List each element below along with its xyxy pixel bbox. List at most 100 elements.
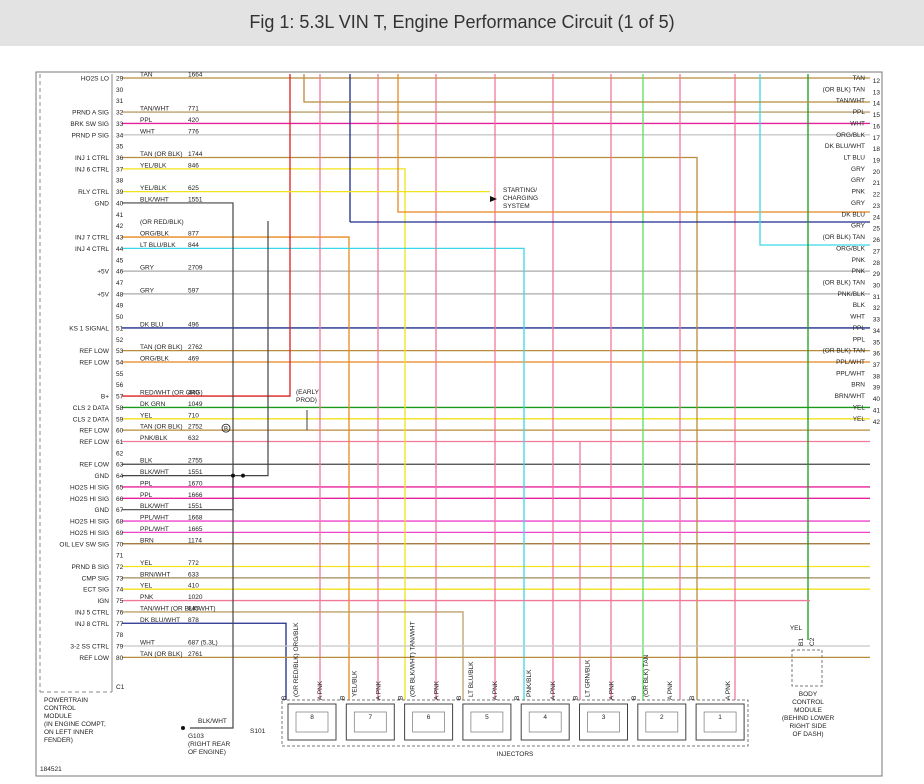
- pin-number: 31: [116, 98, 124, 105]
- pin-number: 41: [116, 212, 124, 219]
- circuit-number: 845: [188, 605, 199, 612]
- circuit-number: 1668: [188, 515, 203, 522]
- right-ref-color: PNK: [852, 268, 866, 275]
- injector-wire-color: (OR BLK/WHT) TAN/WHT: [410, 621, 417, 697]
- circuit-number: 1174: [188, 537, 202, 544]
- injector-group-box: [281, 699, 749, 747]
- connector-label: C1: [116, 684, 125, 691]
- wire-color-label: BRN/WHT: [140, 571, 170, 578]
- wire-color-label: YEL: [140, 412, 153, 419]
- battery-feed-wire: [122, 74, 291, 397]
- injector-coil: [353, 711, 387, 733]
- diagram-frame: [35, 71, 883, 777]
- pin-function-label: 3-2 SS CTRL: [70, 644, 109, 651]
- circuit-number: 844: [188, 242, 199, 249]
- right-ref-number: 23: [873, 203, 881, 210]
- pin-number: 70: [116, 541, 124, 548]
- pin-number: 65: [116, 484, 124, 491]
- bcm-name-line: (BEHIND LOWER: [782, 715, 835, 722]
- pin-number: 48: [116, 291, 124, 298]
- pin-number: 80: [116, 655, 124, 662]
- injector-control-wire: [122, 236, 350, 700]
- injector-pin-b: B: [514, 696, 521, 700]
- circuit-number: 1670: [188, 480, 203, 487]
- pin-function-label: INJ 7 CTRL: [75, 235, 109, 242]
- right-ref-color: GRY: [851, 177, 866, 184]
- injector-wire-color: LT GRN/BLK: [585, 659, 592, 697]
- wire-color-label: WHT: [140, 640, 155, 647]
- injector-pin-a: A PNK: [375, 680, 382, 700]
- pin-function-label: REF LOW: [79, 439, 109, 446]
- title-bar: Fig 1: 5.3L VIN T, Engine Performance Ci…: [0, 0, 924, 46]
- injector-coil: [528, 711, 562, 733]
- right-ref-color: YEL: [853, 416, 866, 423]
- bcm-name-line: OF DASH): [792, 731, 823, 738]
- injector-wire-color: (OR RED/BLK) ORG/BLK: [293, 622, 300, 697]
- wire-color-label: PPL/WHT: [140, 526, 169, 533]
- wire-color-label: TAN/WHT (OR BLK/WHT): [140, 605, 216, 612]
- lt-blu-wire: [759, 74, 870, 246]
- right-ref-color: BRN: [851, 382, 865, 389]
- right-ref-number: 25: [873, 226, 881, 233]
- pin-number: 56: [116, 382, 124, 389]
- right-ref-color: GRY: [851, 200, 866, 207]
- wire-color-label: GRY: [140, 287, 155, 294]
- right-ref-color: GRY: [851, 223, 866, 230]
- pin-function-label: +5V: [97, 291, 109, 298]
- wire-color-label: LT BLU/BLK: [140, 242, 176, 249]
- injector-pin-b: B: [339, 696, 346, 700]
- bcm-name-line: CONTROL: [792, 699, 824, 706]
- right-ref-number: 33: [873, 317, 881, 324]
- pin-number: 39: [116, 189, 124, 196]
- circuit-number: 632: [188, 435, 199, 442]
- circuit-number: 1020: [188, 594, 203, 601]
- circuit-number: 1665: [188, 526, 203, 533]
- pin-number: 75: [116, 598, 124, 605]
- injector-pin-b: B: [456, 696, 463, 700]
- injector-control-wire: [122, 247, 525, 700]
- right-ref-number: 18: [873, 146, 881, 153]
- right-ref-number: 12: [873, 78, 881, 85]
- right-ref-color: (OR BLK) TAN: [823, 348, 866, 355]
- pin-function-label: B+: [101, 394, 109, 401]
- wire-color-label: YEL: [140, 583, 153, 590]
- circuit-number: 1551: [188, 503, 203, 510]
- injector-control-wire: [122, 156, 698, 700]
- ground-name: G103: [188, 733, 204, 740]
- ground-wire-color: BLK/WHT: [198, 718, 227, 725]
- circuit-number: 2761: [188, 651, 203, 658]
- right-ref-number: 30: [873, 282, 881, 289]
- circuit-number: 877: [188, 231, 199, 238]
- pin-function-label: INJ 8 CTRL: [75, 621, 109, 628]
- pin-function-label: ECT SIG: [83, 587, 109, 594]
- pin-number: 55: [116, 371, 124, 378]
- circuit-number: 776: [188, 128, 199, 135]
- circuit-number: 710: [188, 412, 199, 419]
- pin-function-label: IGN: [97, 598, 109, 605]
- injector-control-wire: [122, 611, 464, 700]
- wire-color-label: PPL: [140, 480, 153, 487]
- ground-wire: [122, 220, 269, 477]
- pin-function-label: GND: [95, 507, 110, 514]
- injector-pin-b: B: [398, 696, 405, 700]
- circuit-number: 1666: [188, 492, 203, 499]
- ground-wire: [190, 475, 234, 729]
- right-ref-color: (OR BLK) TAN: [823, 279, 866, 286]
- injector-body: [579, 703, 628, 741]
- pin-number: 34: [116, 132, 124, 139]
- right-ref-number: 35: [873, 339, 881, 346]
- bcm-pin: B1: [798, 638, 805, 646]
- injector-pin-a: A PNK: [550, 680, 557, 700]
- injector-body: [345, 703, 395, 741]
- injector-body: [287, 703, 337, 741]
- circuit-number: 469: [188, 356, 199, 363]
- injector-pin-b: B: [631, 696, 638, 700]
- circuit-number: 1664: [188, 72, 203, 79]
- injector-number: 8: [310, 714, 314, 721]
- circuit-number: 410: [188, 583, 199, 590]
- wire-color-label: TAN: [140, 72, 153, 79]
- pin-number: 62: [116, 450, 124, 457]
- injector-number: 5: [485, 714, 489, 721]
- circuit-number: 2709: [188, 265, 203, 272]
- wire-color-label: YEL: [140, 560, 153, 567]
